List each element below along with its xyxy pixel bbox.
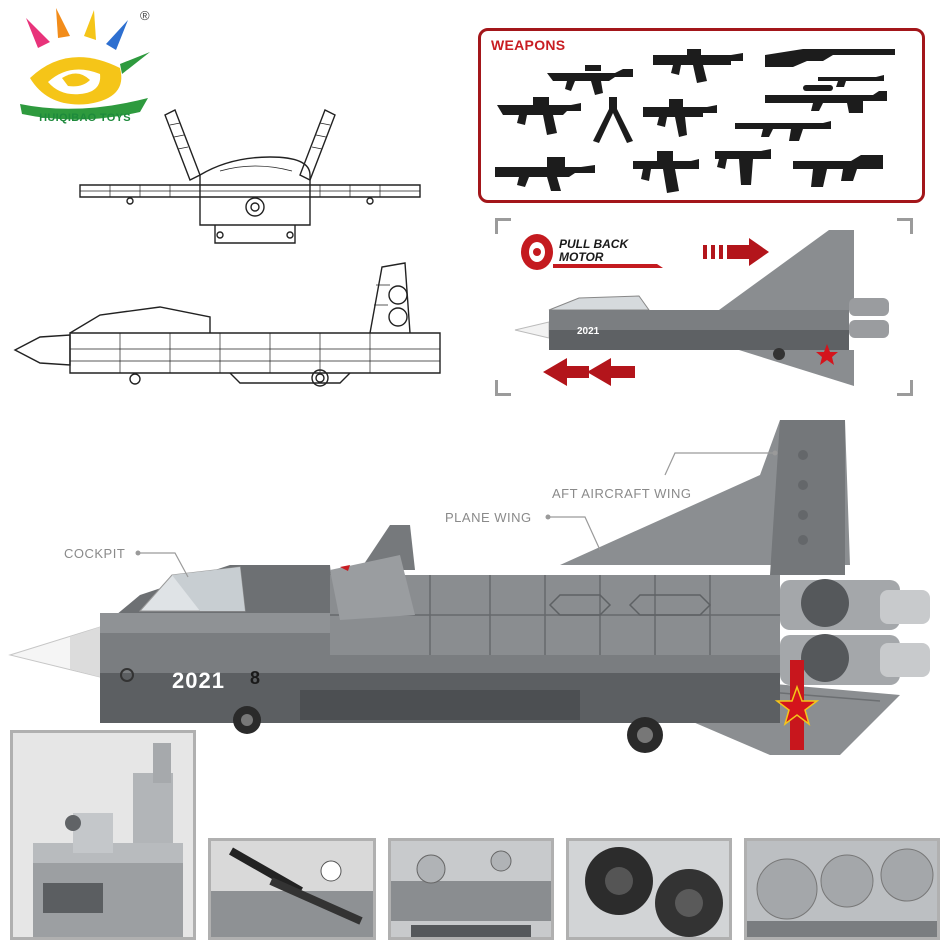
fuselage-detail-image	[391, 841, 551, 937]
rifle-icon	[547, 65, 633, 95]
detail-cockpit	[10, 730, 196, 940]
jet-serial-mark: 8	[250, 668, 261, 688]
callout-aft-wing: AFT AIRCRAFT WING	[552, 486, 692, 501]
smg-icon	[818, 75, 884, 87]
smg-icon	[653, 49, 743, 83]
detail-cannon	[208, 838, 376, 940]
arrow-right-icon	[703, 238, 769, 266]
nozzle-detail-image	[747, 841, 937, 937]
weapons-panel: WEAPONS	[478, 28, 925, 203]
top-view-drawing	[79, 109, 421, 244]
registered-mark: ®	[140, 8, 150, 23]
weapons-title: WEAPONS	[491, 37, 566, 53]
cannon-detail-image	[211, 841, 373, 937]
pistol-icon	[633, 151, 699, 193]
brand-name: HUIQIBAO TOYS	[39, 112, 131, 124]
smg-icon	[643, 99, 717, 137]
engine-detail-image	[569, 841, 729, 937]
cockpit-detail-image	[13, 733, 193, 937]
pull-back-motor-panel: PULL BACK MOTOR 2021	[495, 218, 913, 396]
logo-rays-icon	[26, 8, 150, 74]
rifle-icon	[495, 157, 595, 191]
rifle-icon	[497, 97, 581, 135]
callout-cockpit: COCKPIT	[64, 546, 126, 561]
pull-back-label: PULL BACK MOTOR	[559, 237, 629, 264]
detail-fuselage	[388, 838, 554, 940]
brand-logo	[20, 8, 150, 120]
main-jet-image	[8, 420, 930, 755]
smg-icon	[715, 149, 771, 185]
detail-nozzle	[744, 838, 940, 940]
red-star-icon	[774, 684, 820, 726]
detail-engine	[566, 838, 732, 940]
pull-back-jet-image	[514, 230, 889, 386]
shotgun-icon	[793, 155, 883, 187]
shotgun-icon	[765, 49, 895, 67]
bipod-icon	[593, 97, 633, 143]
side-view-drawing	[13, 262, 441, 387]
rifle-icon	[735, 121, 831, 141]
jet-number: 2021	[172, 668, 225, 693]
wheel-icon	[521, 234, 663, 270]
callout-plane-wing: PLANE WING	[445, 510, 532, 525]
sniper-icon	[765, 85, 887, 113]
arrow-left-icon	[543, 358, 635, 386]
pull-back-jet-number: 2021	[577, 326, 600, 337]
